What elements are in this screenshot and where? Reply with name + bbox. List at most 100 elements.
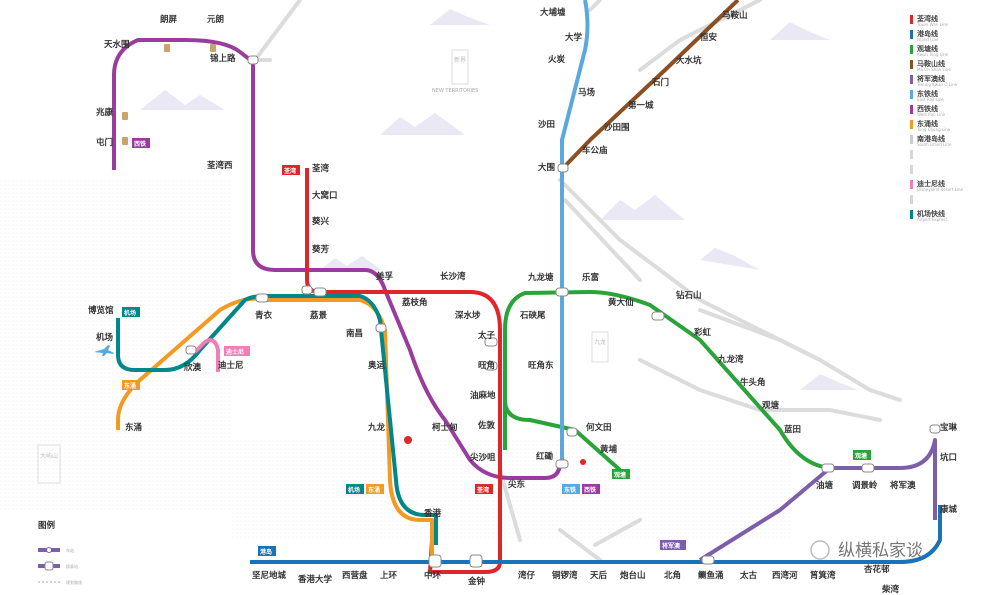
station-fortress-hill: 炮台山 <box>619 570 646 581</box>
region-kowloon: 九龙 <box>594 338 606 346</box>
badge-disney: 迪士尼 <box>226 348 244 356</box>
legend-bottom-item-1: 换乘站 <box>66 563 78 569</box>
station-mei-foo: 美孚 <box>376 271 394 282</box>
badge-kwun-tong-2: 观塘 <box>855 452 867 460</box>
badge-airport-2: 机场 <box>348 486 360 494</box>
station-racecourse: 马场 <box>578 87 596 98</box>
station-fo-tan: 火炭 <box>548 54 566 65</box>
station-central: 中环 <box>424 570 442 581</box>
kwun-tong-line-south[interactable] <box>503 399 622 472</box>
station-kwun-tong: 观塘 <box>762 400 780 411</box>
station-hung-hom: 红磡 <box>536 451 554 462</box>
station-tung-chung: 东涌 <box>125 422 142 433</box>
legend-item-label: 南港岛线 <box>917 134 945 143</box>
legend-item-sublabel: Kwun Tong Line <box>917 52 949 57</box>
legend-bottom-item-0: 车站 <box>66 547 74 553</box>
east-rail-line[interactable] <box>560 0 590 460</box>
ma-on-shan-line[interactable] <box>564 0 740 167</box>
mountain-decor <box>140 9 858 390</box>
legend-item-label: 荃湾线 <box>917 14 938 23</box>
station-ngau-tau-kok: 牛头角 <box>740 377 766 388</box>
station-siu-hong: 兆康 <box>96 107 114 118</box>
disneyland-line[interactable] <box>193 338 220 372</box>
tsuen-wan-line[interactable] <box>305 168 502 560</box>
station-che-kung-temple: 车公庙 <box>582 145 608 156</box>
station-hang-hau: 坑口 <box>940 452 957 463</box>
legend-item-sublabel: Tsuen Wan Line <box>916 22 949 27</box>
station-labels: 天水围 朗屏 元朗 锦上路 兆康 屯门 荃湾西 荃湾 大窝口 葵兴 葵芳 美孚 … <box>88 7 958 595</box>
station-wong-tai-sin: 黄大仙 <box>608 297 634 308</box>
legend-item-label: 迪士尼线 <box>917 179 945 188</box>
station-cheung-sha-wan: 长沙湾 <box>440 271 466 282</box>
badge-tung-chung: 东涌 <box>124 382 136 390</box>
station-tai-po-market: 大埔墟 <box>540 7 566 18</box>
station-yau-tong: 油塘 <box>816 480 834 491</box>
legend-bottom-title: 图例 <box>38 520 56 531</box>
tung-chung-line[interactable] <box>116 296 434 560</box>
station-tai-wo-hau: 大窝口 <box>312 190 338 201</box>
legend-swatch <box>910 165 913 174</box>
legend-item-sublabel: Disneyland Resort Line <box>917 187 963 192</box>
station-olympic: 奥运 <box>367 360 386 371</box>
ferry-icon <box>404 436 586 465</box>
station-chai-wan: 柴湾 <box>881 584 900 595</box>
station-kennedy-town: 坚尼地城 <box>252 570 287 581</box>
station-tiu-keng-leng: 调景岭 <box>852 480 878 491</box>
legend-item-label: 马鞍山线 <box>917 59 945 68</box>
station-tseung-kwan-o: 将军澳 <box>890 480 916 491</box>
west-rail-line[interactable] <box>112 38 562 480</box>
station-airport: 机场 <box>96 332 114 343</box>
station-mong-kok-east: 旺角东 <box>528 360 554 371</box>
legend-item-sublabel: Tung Chung Line <box>916 127 951 132</box>
station-north-point: 北角 <box>664 570 681 581</box>
region-new-territories: 新界 <box>454 56 466 64</box>
station-diamond-hill: 钻石山 <box>676 290 702 301</box>
station-lai-king: 荔景 <box>309 310 328 321</box>
legend-swatch <box>910 150 913 159</box>
legend-bottom-item-2: 规划路线 <box>66 579 82 585</box>
legend-item-label: 港岛线 <box>917 29 938 38</box>
legend-item-sublabel: West Rail Line <box>917 112 946 117</box>
station-ma-on-shan: 马鞍山 <box>722 10 748 21</box>
station-tsuen-wan-west: 荃湾西 <box>207 160 233 171</box>
kwun-tong-line[interactable] <box>503 290 900 470</box>
station-sai-ying-pun: 西营盘 <box>342 570 368 581</box>
legend-swatch <box>910 105 913 114</box>
station-sai-wan-ho: 西湾河 <box>772 570 798 581</box>
legend-item-label: 机场快线 <box>917 209 945 218</box>
legend-swatch <box>910 45 913 54</box>
station-sheung-wan: 上环 <box>380 570 398 581</box>
station-tin-shui-wai: 天水围 <box>104 39 130 50</box>
interchange-markers <box>185 55 941 568</box>
station-po-lam: 宝琳 <box>940 422 958 433</box>
legend-item-label: 观塘线 <box>917 44 938 53</box>
legend-item-label: 将军澳线 <box>917 74 945 83</box>
region-labels: 新界 NEW TERRITORIES 九龙 大屿山 <box>37 49 609 484</box>
legend-bottom: 图例 车站 换乘站 规划路线 <box>38 520 82 585</box>
legend-swatch <box>910 210 913 219</box>
station-tuen-mun: 屯门 <box>96 137 113 148</box>
station-lok-fu: 乐富 <box>582 272 600 283</box>
station-heng-fa-chuen: 杏花邨 <box>864 564 890 575</box>
station-long-ping: 朗屏 <box>160 14 178 25</box>
legend-swatch <box>910 75 913 84</box>
station-kowloon-bay: 九龙湾 <box>717 354 744 365</box>
badge-airport: 机场 <box>124 309 136 317</box>
badge-tung-chung-2: 东涌 <box>368 486 380 494</box>
station-sha-tin: 沙田 <box>538 120 555 130</box>
line-badges: 西铁 荃湾 机场 东涌 迪士尼 机场 东涌 荃湾 东铁 西铁 观塘 观塘 将军澳… <box>122 138 871 556</box>
badge-west-rail-2: 西铁 <box>584 486 596 494</box>
legend-swatch <box>910 180 913 189</box>
badge-kwun-tong: 观塘 <box>614 471 626 479</box>
station-kwai-hing: 葵兴 <box>311 216 330 227</box>
station-wan-chai: 湾仔 <box>518 570 536 581</box>
legend-item-sublabel: East Rail Line <box>917 97 944 102</box>
legend-item-sublabel: Tseung Kwan O Line <box>916 82 958 87</box>
tko-line[interactable] <box>698 438 937 562</box>
legend-item-sublabel: Island Line <box>917 37 939 42</box>
island-line[interactable] <box>250 505 942 564</box>
legend-item-sublabel: Airport Express <box>917 217 948 222</box>
station-tai-wai: 大围 <box>538 162 555 173</box>
station-whampoa: 黄埔 <box>600 444 618 455</box>
